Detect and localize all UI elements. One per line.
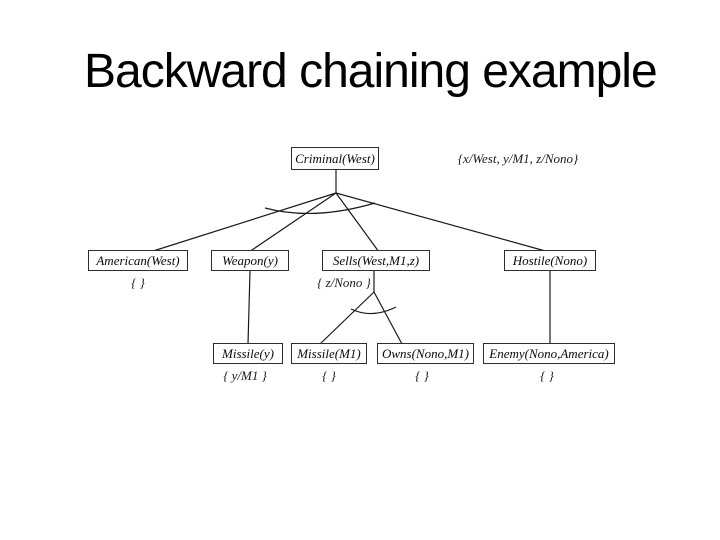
edge-criminal-american — [149, 192, 337, 253]
node-label: Missile(y) — [222, 345, 274, 361]
node-missile-y: Missile(y) — [213, 343, 283, 364]
substitution-owns: { } — [415, 368, 429, 383]
node-missile-m1: Missile(M1) — [291, 343, 367, 364]
and-arc-sells — [350, 306, 397, 315]
substitution-american: { } — [131, 275, 145, 290]
node-sells: Sells(West,M1,z) — [322, 250, 430, 271]
node-label: Criminal(West) — [295, 150, 375, 166]
node-label: Enemy(Nono,America) — [489, 345, 609, 361]
node-hostile: Hostile(Nono) — [504, 250, 596, 271]
node-label: Missile(M1) — [297, 345, 361, 361]
edge-criminal-sells — [335, 192, 380, 253]
edge-criminal-weapon — [248, 192, 337, 253]
node-label: American(West) — [96, 252, 180, 268]
substitution-enemy: { } — [540, 368, 554, 383]
node-weapon: Weapon(y) — [211, 250, 289, 271]
node-label: Sells(West,M1,z) — [332, 252, 420, 268]
edge-sells-missile-m1 — [319, 291, 375, 345]
edge-weapon-missile — [247, 270, 251, 345]
node-label: Hostile(Nono) — [512, 252, 588, 268]
substitution-root: {x/West, y/M1, z/Nono} — [457, 151, 579, 166]
node-criminal: Criminal(West) — [291, 147, 379, 170]
and-arc-top — [264, 202, 376, 215]
edge-criminal-hostile — [335, 192, 550, 253]
node-enemy: Enemy(Nono,America) — [483, 343, 615, 364]
node-label: Owns(Nono,M1) — [381, 345, 470, 361]
substitution-sells: { z/Nono } — [317, 275, 371, 290]
node-owns: Owns(Nono,M1) — [377, 343, 474, 364]
node-american: American(West) — [88, 250, 188, 271]
edge-sells-owns — [373, 291, 403, 345]
substitution-missile-m1: { } — [322, 368, 336, 383]
substitution-missile-y: { y/M1 } — [223, 368, 267, 383]
node-label: Weapon(y) — [222, 252, 278, 268]
slide-title: Backward chaining example — [84, 45, 658, 98]
